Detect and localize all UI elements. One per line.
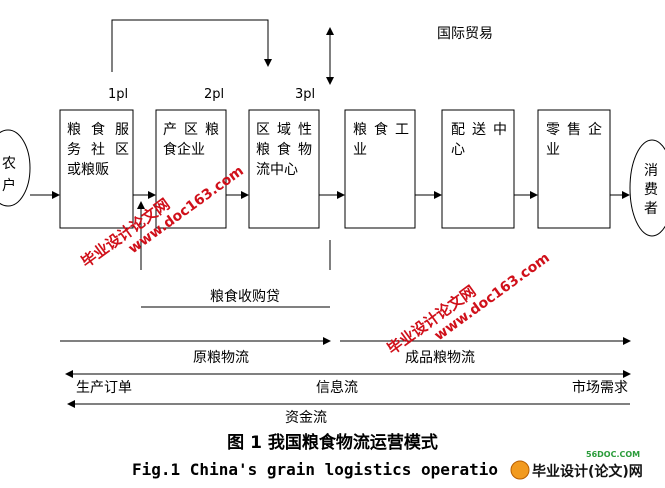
farmer-node: 农 户	[0, 129, 31, 207]
consumer-node: 消 费 者	[629, 139, 665, 237]
figure-caption-en: Fig.1 China's grain logistics operatio	[132, 460, 499, 479]
consumer-line-2: 费	[644, 182, 658, 198]
label-1pl: 1pl	[108, 87, 128, 102]
logo-icon	[510, 460, 530, 480]
retail-line-1: 零售企	[546, 121, 602, 138]
consumer-line-1: 消	[644, 163, 658, 179]
consumer-line-3: 者	[644, 201, 658, 217]
community-line-1: 粮食服	[67, 121, 129, 138]
farmer-line-2: 户	[2, 177, 16, 194]
information-label: 信息流	[316, 379, 358, 396]
international-trade-label: 国际贸易	[437, 26, 493, 42]
community-line-2: 务社区	[67, 142, 129, 158]
figure-caption-cn: 图 1 我国粮食物流运营模式	[227, 433, 438, 453]
distribution-line-1: 配送中	[451, 122, 507, 138]
community-box: 粮食服 务社区 或粮贩	[59, 109, 134, 229]
regional-box: 区域性 粮食物 流中心	[248, 109, 320, 229]
community-line-3: 或粮贩	[67, 162, 109, 178]
industry-line-2: 业	[353, 142, 367, 158]
logo-main-text: 毕业设计(论文)网	[532, 463, 643, 480]
retail-box: 零售企 业	[537, 109, 611, 229]
capital-label: 资金流	[285, 410, 327, 426]
retail-line-2: 业	[546, 142, 560, 158]
distribution-box: 配送中 心	[441, 109, 515, 229]
raw-grain-label: 原粮物流	[193, 350, 249, 366]
producer-line-2: 食企业	[163, 141, 205, 158]
regional-line-3: 流中心	[256, 162, 298, 178]
label-2pl: 2pl	[204, 87, 224, 102]
regional-line-2: 粮食物	[256, 141, 312, 158]
producer-line-1: 产区粮	[163, 122, 219, 138]
logo-top-text: 56DOC.COM	[586, 450, 640, 459]
industry-line-1: 粮食工	[353, 121, 409, 138]
bypass-arrow	[111, 19, 272, 72]
distribution-line-2: 心	[451, 142, 465, 158]
product-grain-label: 成品粮物流	[405, 350, 475, 366]
loan-label: 粮食收购贷	[210, 288, 280, 305]
loan-lines	[137, 201, 331, 308]
producer-box: 产区粮 食企业	[155, 109, 227, 229]
production-order-label: 生产订单	[76, 380, 132, 396]
label-3pl: 3pl	[295, 87, 315, 102]
farmer-line-1: 农	[2, 156, 16, 172]
site-logo: 56DOC.COM 毕业设计(论文)网	[510, 450, 643, 480]
regional-line-1: 区域性	[256, 122, 312, 138]
industry-box: 粮食工 业	[344, 109, 416, 229]
market-demand-label: 市场需求	[572, 379, 628, 396]
